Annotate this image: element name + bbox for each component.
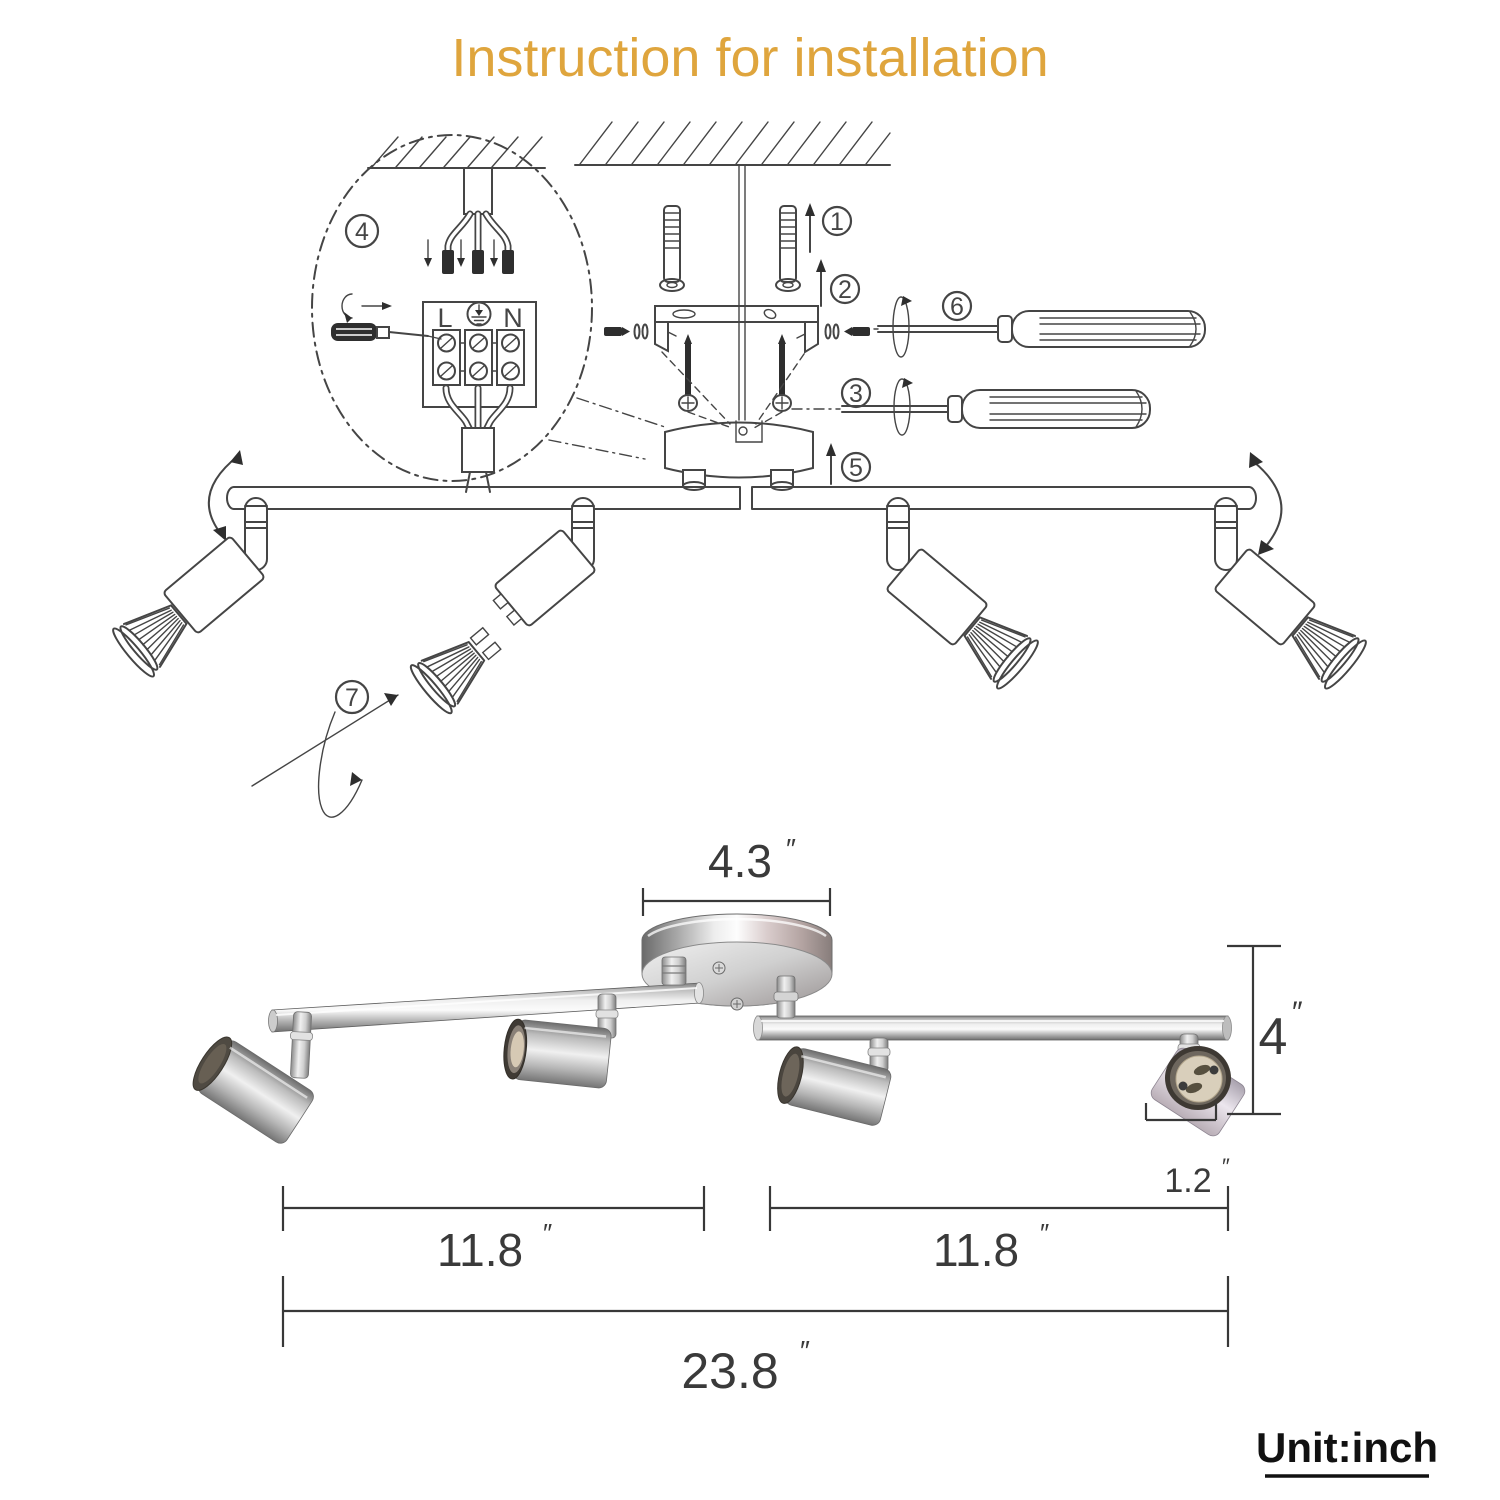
gu10-socket-face <box>1165 1046 1231 1110</box>
terminal-neutral-label: N <box>503 303 523 333</box>
swivel-arrow-left <box>207 450 243 541</box>
bulb-rotation-arrow <box>251 693 399 818</box>
canopy-drawing <box>664 420 814 491</box>
product-head-2 <box>503 1018 612 1089</box>
mounting-bracket <box>654 305 819 354</box>
canopy-diameter-mark: ″ <box>786 833 796 864</box>
terminal-live-label: L <box>437 303 452 333</box>
unit-note-text: Unit:inch <box>1256 1424 1438 1471</box>
step-5-arrow <box>826 443 836 485</box>
drop-height-mark: ″ <box>1292 996 1303 1029</box>
swivel-arrow-right <box>1249 452 1283 555</box>
spotlight-head-2-drawing <box>492 529 596 627</box>
head-diameter-value: 1.2 <box>1164 1162 1211 1200</box>
terminal-screws <box>437 333 520 381</box>
step-6-number: 6 <box>950 293 964 321</box>
step-6-badge <box>941 290 973 322</box>
step-1-badge <box>821 205 853 237</box>
spotlight-head-3-drawing <box>886 548 1043 694</box>
supply-cable <box>424 167 514 274</box>
canopy-screw-right <box>772 334 792 412</box>
track-bar-right-drawing <box>751 486 1257 510</box>
canopy-diameter-value: 4.3 <box>708 835 772 887</box>
gu10-bulb-drawing <box>405 626 502 718</box>
installation-steps-diagram: 1 2 <box>108 121 1371 818</box>
step-1-arrow <box>805 203 815 253</box>
dimension-right-bar: 11.8 ″ <box>768 1186 1230 1276</box>
right-bar-value: 11.8 <box>933 1224 1019 1276</box>
total-length-value: 23.8 <box>681 1343 778 1399</box>
unit-note: Unit:inch <box>1256 1424 1438 1478</box>
product-dimension-diagram: 4.3 ″ 4 ″ 1.2 ″ 11.8 ″ 1 <box>192 833 1438 1478</box>
drop-height-value: 4 <box>1259 1008 1288 1066</box>
spotlight-head-1-drawing <box>108 536 265 682</box>
small-screwdriver-icon <box>331 293 442 341</box>
step-3-number: 3 <box>849 380 863 408</box>
inset-ceiling <box>367 136 546 169</box>
dimension-canopy-diameter: 4.3 ″ <box>641 833 832 916</box>
fixture-cable <box>442 384 514 493</box>
product-bar-right <box>753 1015 1232 1041</box>
canopy-screw-left <box>678 334 698 412</box>
mounting-rod <box>738 164 746 421</box>
step-2-number: 2 <box>838 276 852 304</box>
dimension-total-length: 23.8 ″ <box>281 1276 1230 1399</box>
spotlight-head-4-drawing <box>1214 548 1371 694</box>
wall-anchor-left <box>659 205 685 292</box>
step-7-number: 7 <box>345 684 359 712</box>
wall-anchor-right <box>775 205 801 292</box>
bracket-screw-left <box>604 323 649 340</box>
screwdriver-icon-bottom <box>791 378 1151 436</box>
product-head-3 <box>777 1046 892 1126</box>
right-bar-mark: ″ <box>1040 1218 1049 1248</box>
screw-guide-lines <box>661 351 805 429</box>
step-4-number: 4 <box>355 218 369 246</box>
page-title: Instruction for installation <box>451 28 1048 88</box>
step-2-arrow <box>816 259 826 307</box>
step-5-badge <box>840 451 872 483</box>
product-canopy-hardware <box>661 956 799 1019</box>
ceiling <box>574 121 891 166</box>
left-bar-value: 11.8 <box>437 1224 523 1276</box>
total-length-mark: ″ <box>800 1335 810 1366</box>
left-bar-mark: ″ <box>543 1218 552 1248</box>
dimension-left-bar: 11.8 ″ <box>281 1186 706 1276</box>
bracket-screw-right <box>824 323 870 340</box>
product-head-4 <box>1150 1046 1246 1137</box>
product-bar-left <box>268 982 704 1033</box>
step-5-number: 5 <box>849 454 863 482</box>
step-2-badge <box>829 273 861 305</box>
track-bar-left-drawing <box>226 486 741 510</box>
step-4-badge <box>344 213 380 249</box>
step-1-number: 1 <box>830 208 844 236</box>
product-head-1 <box>192 1036 314 1144</box>
head-diameter-mark: ″ <box>1222 1154 1230 1179</box>
dimension-drop-height: 4 ″ <box>1227 944 1303 1116</box>
dimension-head-diameter: 1.2 ″ <box>1144 1103 1230 1200</box>
step-7-badge <box>334 679 370 715</box>
screwdriver-icon-top <box>873 296 1206 358</box>
earth-symbol-icon <box>466 301 492 327</box>
wiring-inset: 4 <box>311 134 669 493</box>
